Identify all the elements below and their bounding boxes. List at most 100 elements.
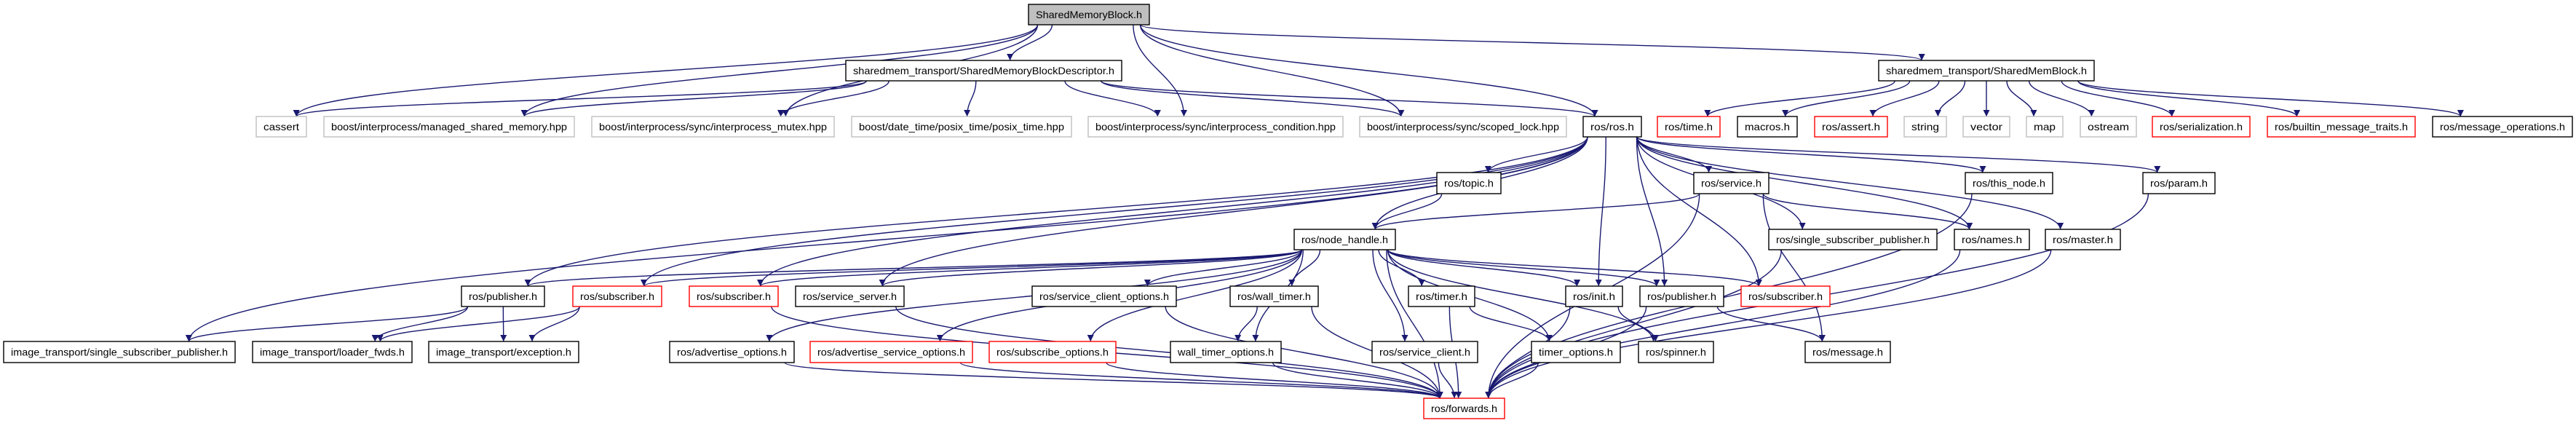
node-cassert: cassert — [255, 116, 307, 138]
node-box — [1878, 60, 2095, 82]
edge-smb-to-scoped — [1139, 24, 1405, 117]
node-box — [1408, 285, 1475, 307]
node-box — [689, 285, 779, 307]
node-time[interactable]: ros/time.h — [1657, 116, 1721, 138]
node-posix: boost/date_time/posix_time/posix_time.hp… — [851, 116, 1072, 138]
node-smb[interactable]: SharedMemoryBlock.h — [1028, 4, 1150, 25]
node-label: cassert — [263, 121, 299, 133]
node-label: string — [1911, 121, 1939, 133]
node-label: ros/builtin_message_traits.h — [2275, 121, 2408, 133]
edge-node_handle-to-sub1 — [641, 249, 1303, 287]
node-label: ros/ros.h — [1590, 121, 1634, 133]
node-box — [1582, 116, 1642, 138]
edge-node_handle-to-pub2 — [1387, 249, 1660, 287]
node-sco[interactable]: ros/service_client_options.h — [1031, 285, 1177, 307]
node-box — [795, 285, 905, 307]
edge-names-to-forwards — [1485, 249, 1961, 399]
node-spinner[interactable]: ros/spinner.h — [1638, 341, 1714, 363]
edge-ros-to-param — [1636, 136, 2161, 173]
edge-ros-to-master — [1636, 136, 2064, 230]
node-label: ros/subscriber.h — [697, 290, 771, 302]
node-exception[interactable]: image_transport/exception.h — [428, 341, 579, 363]
node-loader[interactable]: image_transport/loader_fwds.h — [252, 341, 413, 363]
node-macros[interactable]: macros.h — [1737, 116, 1798, 138]
node-mutex: boost/interprocess/sync/interprocess_mut… — [591, 116, 835, 138]
node-msgops[interactable]: ros/message_operations.h — [2432, 116, 2573, 138]
node-names[interactable]: ros/names.h — [1954, 229, 2030, 250]
edge-smb-to-desc — [1007, 24, 1053, 61]
node-wall_timer[interactable]: ros/wall_timer.h — [1229, 285, 1319, 307]
node-box — [2026, 116, 2064, 138]
node-message[interactable]: ros/message.h — [1804, 341, 1891, 363]
edge-subopts-to-forwards — [1106, 362, 1443, 399]
edge-sco-to-forwards — [1165, 306, 1443, 399]
node-box — [2045, 229, 2121, 250]
node-desc[interactable]: sharedmem_transport/SharedMemoryBlockDes… — [845, 60, 1122, 82]
edge-timer-to-topts — [1469, 306, 1553, 342]
edge-init-to-spinner — [1617, 306, 1659, 342]
node-it_ssp[interactable]: image_transport/single_subscriber_publis… — [3, 341, 236, 363]
node-ssp[interactable]: ros/single_subscriber_publisher.h — [1768, 229, 1938, 250]
node-box — [461, 285, 545, 307]
node-box — [252, 341, 413, 363]
node-master[interactable]: ros/master.h — [2045, 229, 2121, 250]
node-builtin[interactable]: ros/builtin_message_traits.h — [2267, 116, 2416, 138]
node-sub3[interactable]: ros/subscriber.h — [1740, 285, 1831, 307]
node-node_handle[interactable]: ros/node_handle.h — [1293, 229, 1396, 250]
node-label: ros/publisher.h — [1647, 290, 1716, 302]
node-label: ros/service_server.h — [803, 290, 897, 302]
node-sub1[interactable]: ros/subscriber.h — [572, 285, 662, 307]
edge-sub1-to-exception — [528, 306, 580, 342]
node-this_node[interactable]: ros/this_node.h — [1965, 172, 2053, 194]
node-label: ros/service.h — [1701, 178, 1761, 189]
node-assert[interactable]: ros/assert.h — [1814, 116, 1888, 138]
node-label: ros/assert.h — [1822, 121, 1880, 133]
node-pub1[interactable]: ros/publisher.h — [461, 285, 545, 307]
node-topic[interactable]: ros/topic.h — [1436, 172, 1502, 194]
node-label: SharedMemoryBlock.h — [1036, 9, 1142, 20]
edge-sub1-to-loader — [376, 306, 580, 342]
node-box — [1031, 285, 1177, 307]
node-label: ros/forwards.h — [1431, 403, 1497, 414]
node-smblock[interactable]: sharedmem_transport/SharedMemBlock.h — [1878, 60, 2095, 82]
node-param[interactable]: ros/param.h — [2142, 172, 2216, 194]
edge-ros-to-sub3 — [1636, 136, 1762, 287]
node-label: ros/message.h — [1812, 347, 1883, 358]
node-label: boost/interprocess/managed_shared_memory… — [331, 121, 567, 133]
node-layer: SharedMemoryBlock.h sharedmem_transport/S… — [3, 4, 2573, 419]
edge-desc-to-cassert — [293, 80, 868, 117]
edge-node_handle-to-forwards — [1386, 249, 1443, 399]
node-box — [845, 60, 1122, 82]
edge-node_handle-to-subopts — [1087, 249, 1303, 342]
node-box — [1531, 341, 1621, 363]
node-timer[interactable]: ros/timer.h — [1408, 285, 1475, 307]
edge-smblock-to-serialization — [2061, 80, 2176, 117]
node-subopts[interactable]: ros/subscribe_options.h — [988, 341, 1117, 363]
node-sclient[interactable]: ros/service_client.h — [1371, 341, 1478, 363]
node-label: map — [2034, 121, 2056, 133]
node-label: boost/interprocess/sync/interprocess_con… — [1095, 121, 1336, 133]
edge-desc-to-cond — [1064, 80, 1161, 117]
node-adv[interactable]: ros/advertise_options.h — [669, 341, 795, 363]
node-label: boost/date_time/posix_time/posix_time.hp… — [859, 121, 1064, 133]
node-ros[interactable]: ros/ros.h — [1582, 116, 1642, 138]
node-init[interactable]: ros/init.h — [1565, 285, 1623, 307]
edge-smb-to-msm — [520, 24, 1039, 117]
node-box — [1087, 116, 1344, 138]
node-box — [1229, 285, 1319, 307]
node-sub2[interactable]: ros/subscriber.h — [689, 285, 779, 307]
node-forwards[interactable]: ros/forwards.h — [1423, 398, 1505, 419]
node-box — [255, 116, 307, 138]
node-box — [1371, 341, 1478, 363]
node-box — [3, 341, 236, 363]
node-label: ros/topic.h — [1444, 178, 1494, 189]
node-topts[interactable]: timer_options.h — [1531, 341, 1621, 363]
node-serialization[interactable]: ros/serialization.h — [2152, 116, 2251, 138]
node-service[interactable]: ros/service.h — [1693, 172, 1769, 194]
node-wto[interactable]: wall_timer_options.h — [1170, 341, 1282, 363]
node-advsrv[interactable]: ros/advertise_service_options.h — [809, 341, 973, 363]
node-msm: boost/interprocess/managed_shared_memory… — [323, 116, 575, 138]
node-pub2[interactable]: ros/publisher.h — [1639, 285, 1724, 307]
node-label: ros/names.h — [1962, 234, 2022, 245]
node-srvserver[interactable]: ros/service_server.h — [795, 285, 905, 307]
